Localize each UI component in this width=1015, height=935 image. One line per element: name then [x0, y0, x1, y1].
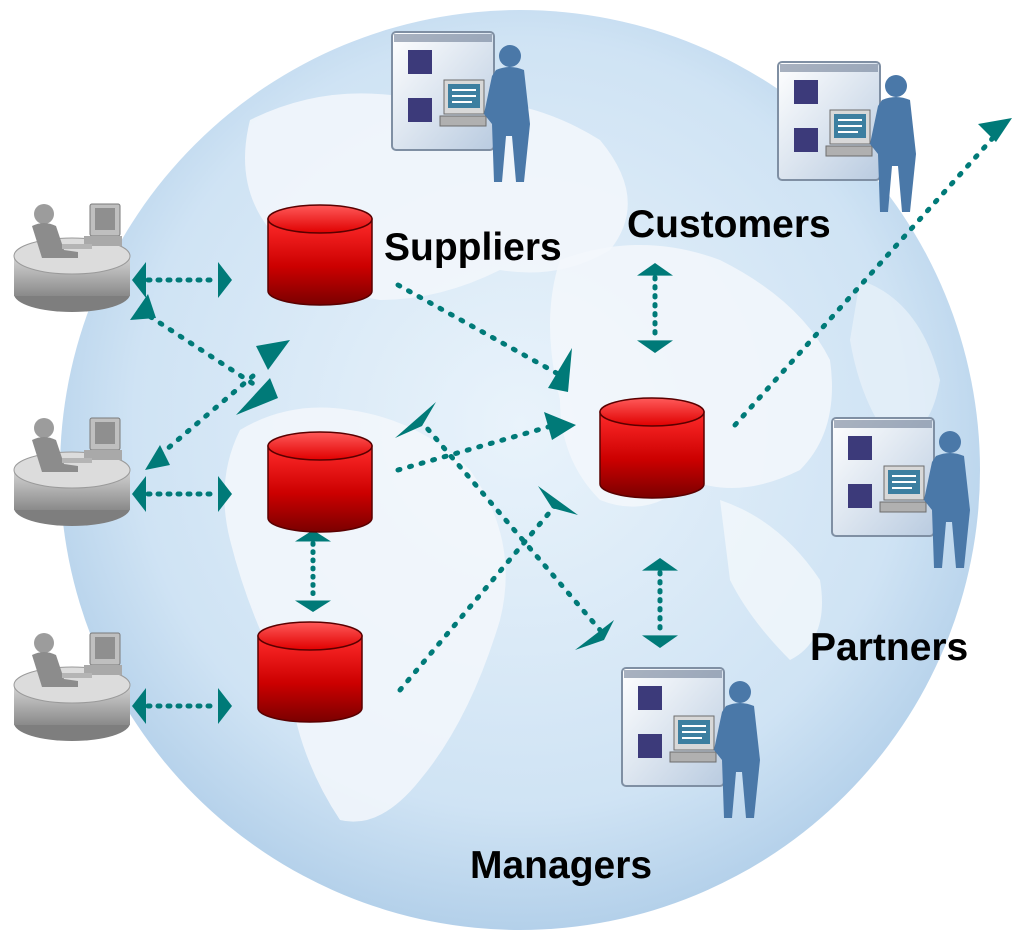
workstation-icon [13, 203, 131, 313]
connection-arrowheads [130, 118, 1012, 650]
database-icon [267, 431, 373, 533]
database-icon [599, 397, 705, 499]
connection-lines [137, 127, 1003, 693]
partners-label: Partners [810, 626, 969, 669]
customers-label: Customers [627, 203, 831, 246]
database-icon [267, 204, 373, 306]
suppliers-label: Suppliers [384, 226, 562, 269]
workstation-icon [13, 632, 131, 742]
managers-label: Managers [470, 844, 653, 887]
database-icon [257, 621, 363, 723]
